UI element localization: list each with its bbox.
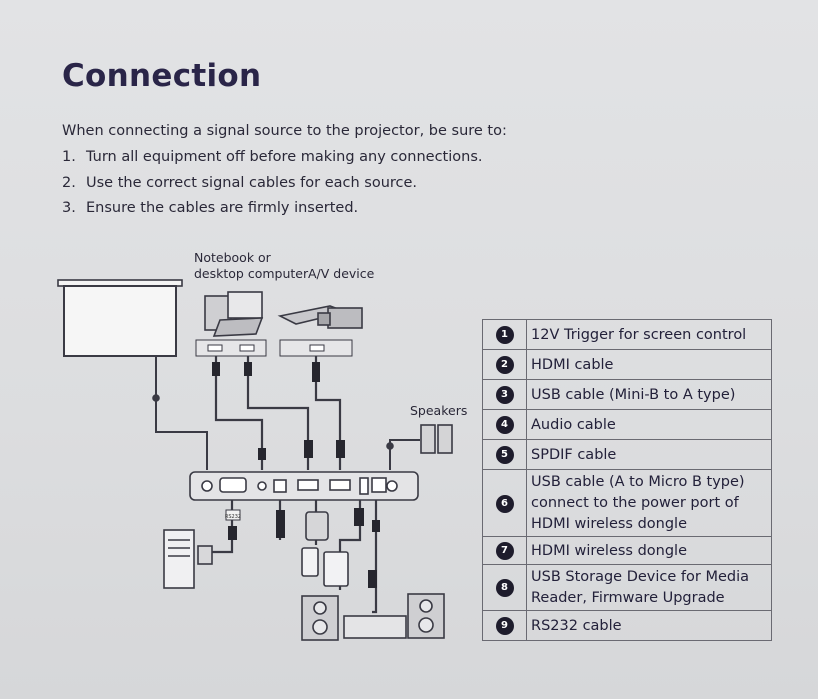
legend-number-badge: 3 — [495, 386, 514, 404]
table-row: 5 SPDIF cable — [482, 439, 772, 470]
steps-list: 1.Turn all equipment off before making a… — [62, 149, 482, 226]
table-row: 3 USB cable (Mini-B to A type) — [482, 379, 772, 410]
legend-number-badge: 2 — [495, 356, 514, 374]
list-item: 2.Use the correct signal cables for each… — [62, 174, 418, 191]
legend-number-badge: 9 — [495, 617, 514, 635]
av-device-label: A/V device — [308, 266, 375, 281]
rs232-port-label: RS232 — [225, 514, 241, 520]
legend-number-badge: 4 — [495, 416, 514, 434]
av-device-icon — [277, 305, 363, 329]
legend-number-badge: 6 — [495, 494, 514, 513]
table-row: 4 Audio cable — [482, 409, 772, 440]
table-row: 7 HDMI wireless dongle — [482, 536, 772, 565]
legend-number-badge: 8 — [495, 579, 514, 597]
intro-text: When connecting a signal source to the p… — [62, 123, 507, 139]
usb-storage-icon — [301, 547, 349, 587]
speakers-icon — [420, 424, 453, 454]
desktop-tower-icon — [163, 529, 213, 589]
table-row: 2 HDMI cable — [482, 349, 772, 380]
table-row: 9 RS232 cable — [482, 610, 772, 641]
notebook-label: Notebook or desktop computer — [194, 250, 309, 281]
table-row: 6 USB cable (A to Micro B type) connect … — [482, 469, 772, 537]
projector-panel — [189, 471, 419, 501]
projection-screen — [57, 279, 183, 357]
legend-number-badge: 1 — [495, 326, 514, 344]
list-item: 3.Ensure the cables are firmly inserted. — [62, 200, 359, 216]
table-row: 8 USB Storage Device for Media Reader, F… — [482, 564, 772, 611]
table-row: 1 12V Trigger for screen control — [482, 319, 772, 350]
speakers-label: Speakers — [410, 403, 468, 418]
audio-system-icon — [301, 593, 445, 641]
computer-icon — [204, 291, 264, 337]
legend-table: 1 12V Trigger for screen control 2 HDMI … — [482, 319, 772, 641]
page-title: Connection — [62, 58, 262, 94]
legend-number-badge: 7 — [495, 542, 514, 560]
list-item: 1.Turn all equipment off before making a… — [62, 149, 483, 165]
hdmi-dongle-icon — [305, 511, 329, 541]
legend-number-badge: 5 — [495, 446, 514, 464]
